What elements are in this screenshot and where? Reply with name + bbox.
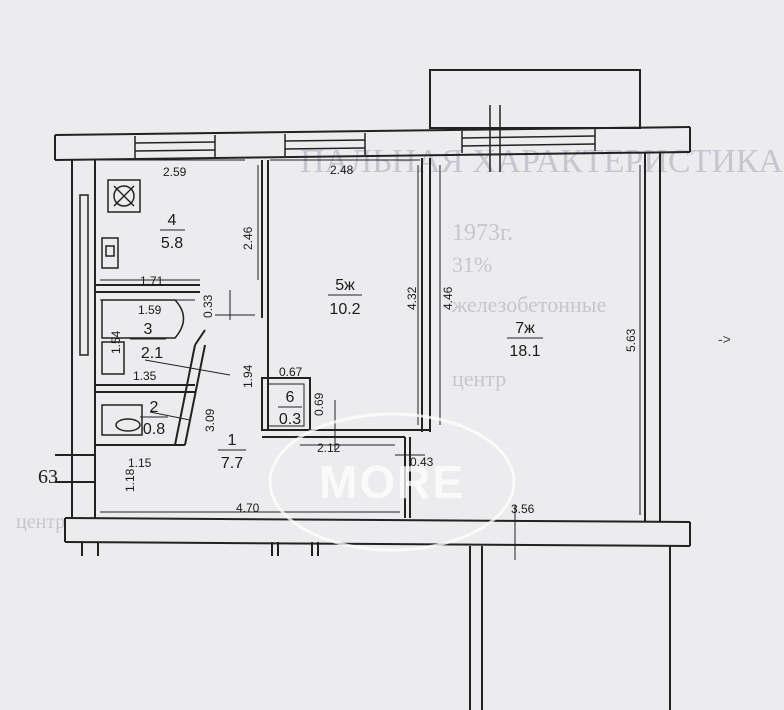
watermark: MORE	[268, 412, 516, 552]
bg-line2: центр	[452, 366, 506, 391]
room-5-number: 5ж	[335, 277, 355, 294]
washbasin-icon	[101, 341, 125, 375]
dim-1-94: 1.94	[241, 364, 255, 388]
room-5-area: 10.2	[329, 301, 360, 318]
dim-1-15: 1.15	[128, 456, 152, 470]
dim-1-35: 1.35	[133, 369, 157, 383]
bg-percent: 31%	[452, 252, 492, 277]
dim-1-54: 1.54	[109, 330, 123, 354]
bathtub-icon	[101, 299, 185, 339]
room-7-number: 7ж	[515, 320, 535, 337]
room-1-area: 7.7	[221, 455, 243, 472]
room-6-area: 0.3	[279, 411, 301, 428]
room-4-number: 4	[168, 212, 177, 229]
bg-year: 1973г.	[452, 220, 513, 246]
dim-0-43: 0.43	[410, 455, 434, 469]
dim-0-67: 0.67	[279, 365, 303, 379]
dim-4-32: 4.32	[405, 286, 419, 310]
entrance-marks	[55, 454, 671, 710]
background-text: ПАЛЬНАЯ ХАРАКТЕРИСТИКА ЗДАНИЯ 1973г. 31%…	[16, 143, 784, 533]
dim-0-69: 0.69	[312, 392, 326, 416]
edge-mark: ->	[718, 331, 731, 347]
dim-0-33: 0.33	[201, 294, 215, 318]
dim-1-59: 1.59	[138, 303, 162, 317]
room-labels: 4 5.8 5ж 10.2 7ж 18.1 3 2.1 2 0.8 6 0.3 …	[130, 212, 543, 472]
side-label: 63	[38, 466, 58, 488]
room-1-number: 1	[228, 432, 237, 449]
fixtures	[79, 179, 185, 436]
dim-1-18: 1.18	[123, 468, 137, 492]
dim-3-09: 3.09	[203, 408, 217, 432]
room-4-area: 5.8	[161, 235, 183, 252]
dim-2-59: 2.59	[163, 165, 187, 179]
dim-4-46: 4.46	[441, 286, 455, 310]
bg-line3: центр	[16, 511, 65, 533]
stove-icon	[107, 179, 141, 213]
dim-1-71: 1.71	[140, 274, 164, 288]
dim-5-63: 5.63	[624, 328, 638, 352]
dim-3-56: 3.56	[511, 502, 535, 516]
balcony	[429, 69, 641, 129]
interior-walls	[95, 158, 431, 518]
bg-header: ПАЛЬНАЯ ХАРАКТЕРИСТИКА ЗДАНИЯ	[300, 143, 784, 180]
room-3-number: 3	[144, 321, 153, 338]
dim-4-70: 4.70	[236, 501, 260, 515]
dim-2-46: 2.46	[241, 226, 255, 250]
room-2-area: 0.8	[143, 421, 165, 438]
dimension-labels: 2.59 2.48 2.46 1.71 1.59 0.33 1.54 1.35 …	[109, 163, 638, 516]
room-7-area: 18.1	[509, 343, 540, 360]
room-3-area: 2.1	[141, 345, 163, 362]
riser-pipe	[79, 194, 89, 356]
top-windows	[134, 105, 596, 172]
outer-walls	[54, 126, 691, 547]
dim-2-48: 2.48	[330, 163, 354, 177]
watermark-text: MORE	[319, 456, 465, 508]
room-2-number: 2	[150, 399, 159, 416]
dimension-lines	[100, 159, 641, 560]
dim-2-12: 2.12	[317, 441, 341, 455]
bg-line1: железобетонные	[451, 292, 606, 317]
toilet-icon	[101, 404, 143, 436]
kitchen-sink-icon	[101, 237, 119, 269]
room-6-number: 6	[286, 389, 295, 406]
